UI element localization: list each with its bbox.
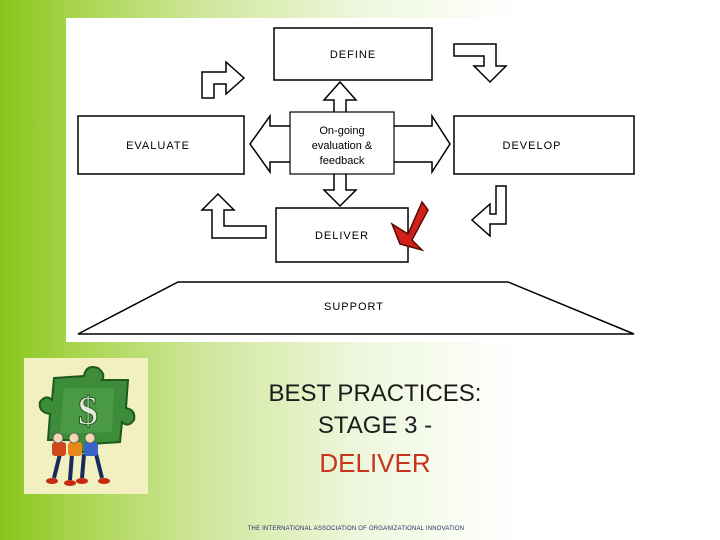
clip-art: $ <box>24 358 148 494</box>
center-feedback-box <box>289 111 395 175</box>
box-define <box>273 27 433 81</box>
arrow-deliver-to-evaluate <box>200 192 267 239</box>
center-label-line1: On-going <box>319 125 364 137</box>
process-diagram-svg: DEFINE EVALUATE DEVELOP DELIVER SUPPORT … <box>77 27 635 335</box>
slide-title-line-2: STAGE 3 - <box>317 412 433 439</box>
arrow-develop-to-deliver <box>470 185 507 238</box>
center-label-line2: evaluation & <box>312 140 373 152</box>
box-evaluate <box>77 115 245 175</box>
footer-organization: THE INTERNATIONAL ASSOCIATION OF ORGANIZ… <box>247 526 465 532</box>
box-evaluate-label: EVALUATE <box>126 140 190 152</box>
people-carrying-dollar-puzzle-icon: $ <box>38 366 136 486</box>
slide-title-line-3: DELIVER <box>319 448 431 478</box>
slide-title-line-1: BEST PRACTICES: <box>268 380 482 407</box>
box-develop <box>453 115 635 175</box>
support-base <box>77 281 635 335</box>
process-diagram: DEFINE EVALUATE DEVELOP DELIVER SUPPORT … <box>66 18 642 342</box>
arrow-evaluate-to-define <box>201 60 246 99</box>
box-develop-label: DEVELOP <box>503 140 562 152</box>
center-label-line3: feedback <box>320 155 365 167</box>
box-deliver-label: DELIVER <box>315 230 369 242</box>
deliver-highlight-arrow <box>390 200 429 252</box>
support-label: SUPPORT <box>324 301 384 313</box>
arrow-define-to-develop <box>453 43 508 84</box>
box-define-label: DEFINE <box>330 49 376 61</box>
svg-text:$: $ <box>78 388 98 433</box>
